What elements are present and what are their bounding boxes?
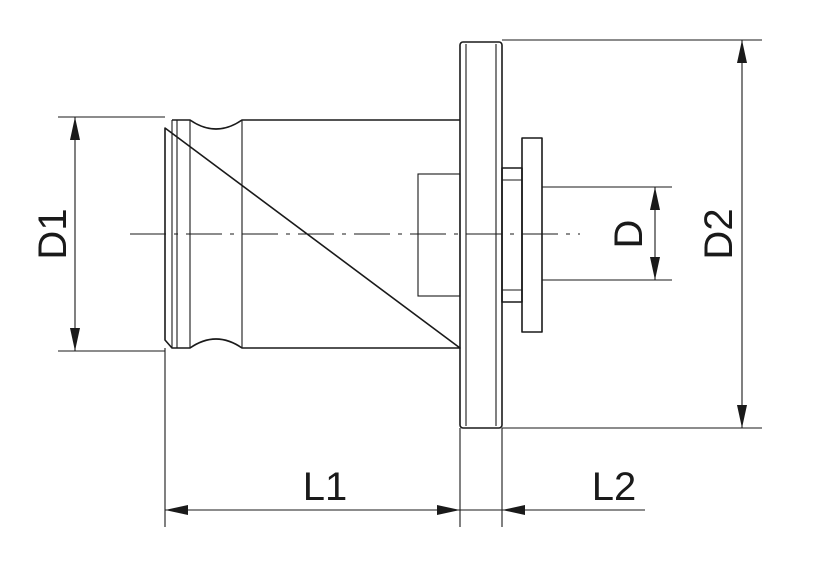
l1-arrow-left: [165, 505, 188, 515]
d-label: D: [607, 220, 651, 249]
d2-label: D2: [697, 208, 741, 259]
d2-arrow-bottom: [737, 405, 747, 428]
dimension-d2: D2: [502, 39, 762, 429]
d2-arrow-top: [737, 40, 747, 63]
tap-holder-neck: [501, 167, 523, 303]
d1-label: D1: [31, 208, 75, 259]
d1-arrow-top: [70, 117, 80, 140]
d-arrow-bottom: [650, 257, 660, 280]
d-arrow-top: [650, 187, 660, 210]
l2-arrow-left: [502, 505, 525, 515]
d1-arrow-bottom: [70, 328, 80, 351]
dimension-l2: L2: [460, 428, 645, 527]
dimension-d1: D1: [31, 116, 165, 352]
l1-arrow-right: [437, 505, 460, 515]
inner-bore: [417, 173, 461, 297]
l1-label: L1: [303, 465, 348, 509]
tap-holder-collar: [521, 137, 543, 333]
dimension-d: D: [542, 186, 672, 281]
l2-label: L2: [592, 465, 637, 509]
part-geometry: [164, 41, 543, 429]
dimension-l1: L1: [164, 348, 461, 527]
